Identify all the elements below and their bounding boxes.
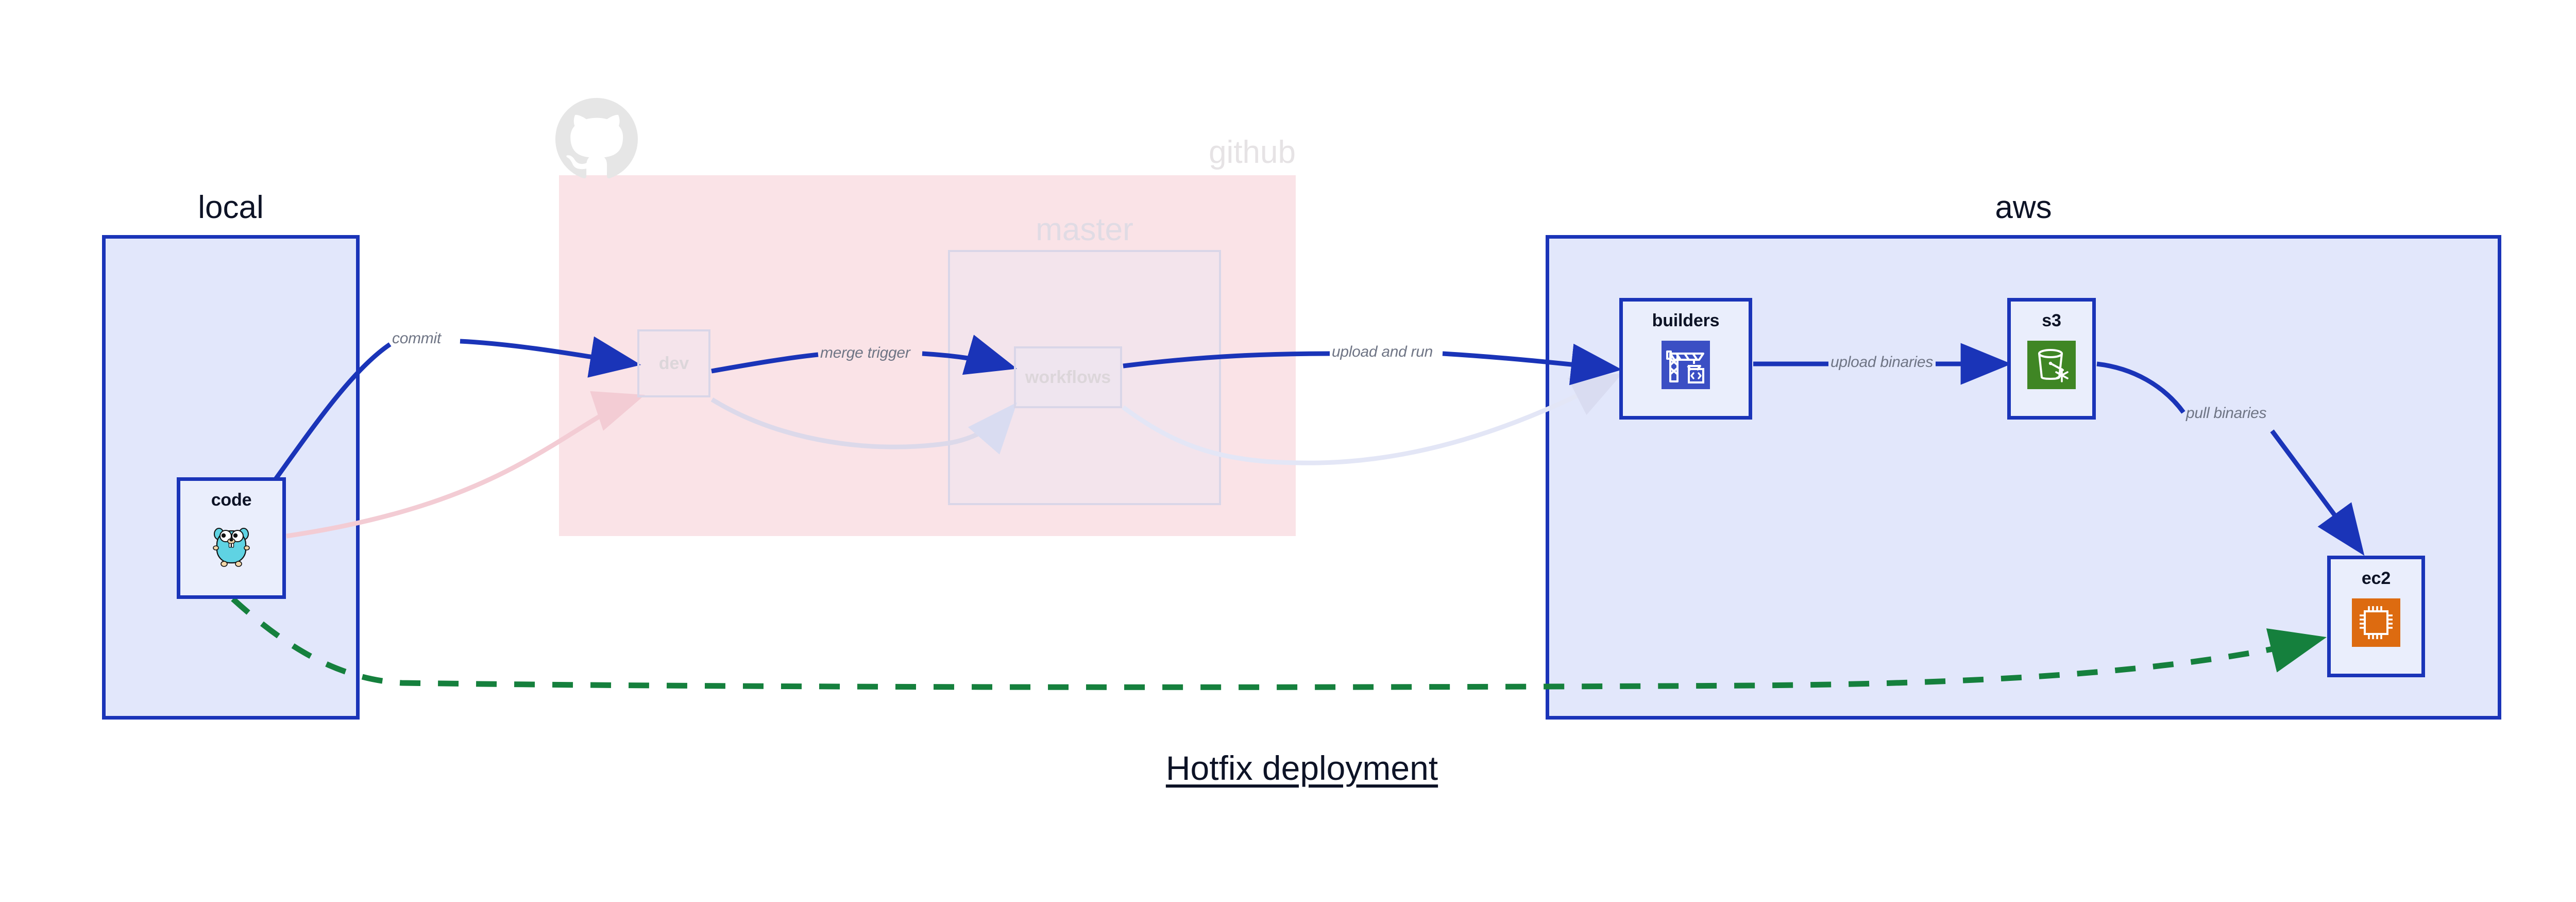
node-s3[interactable]: s3 bbox=[2007, 298, 2096, 420]
edge-label-upload-and-run: upload and run bbox=[1332, 343, 1433, 360]
node-builders-label: builders bbox=[1652, 311, 1720, 330]
node-builders[interactable]: builders bbox=[1619, 298, 1752, 420]
edge-label-commit: commit bbox=[392, 330, 441, 347]
node-s3-label: s3 bbox=[2042, 311, 2061, 330]
node-ec2[interactable]: ec2 bbox=[2327, 556, 2425, 677]
aws-codebuild-icon bbox=[1660, 339, 1711, 391]
aws-s3-bucket-icon bbox=[2026, 339, 2077, 391]
container-aws-label: aws bbox=[1995, 190, 2052, 225]
github-octocat-icon bbox=[555, 98, 638, 180]
container-github-label: github bbox=[1209, 135, 1296, 170]
container-master-label: master bbox=[1036, 212, 1133, 247]
edge-label-pull-binaries: pull binaries bbox=[2186, 405, 2267, 422]
diagram-title: Hotfix deployment bbox=[1165, 749, 1438, 787]
node-code[interactable]: code bbox=[177, 477, 286, 599]
container-local-label: local bbox=[198, 190, 264, 225]
node-dev-label: dev bbox=[658, 353, 689, 373]
node-code-label: code bbox=[211, 490, 252, 510]
edge-label-upload-binaries: upload binaries bbox=[1831, 354, 1933, 371]
node-dev[interactable]: dev bbox=[637, 329, 710, 397]
node-workflows-label: workflows bbox=[1025, 367, 1111, 387]
aws-ec2-chip-icon bbox=[2350, 597, 2402, 648]
go-gopher-icon bbox=[206, 519, 257, 570]
node-workflows[interactable]: workflows bbox=[1014, 346, 1122, 408]
edge-label-merge-trigger: merge trigger bbox=[820, 344, 910, 361]
node-ec2-label: ec2 bbox=[2361, 569, 2391, 588]
